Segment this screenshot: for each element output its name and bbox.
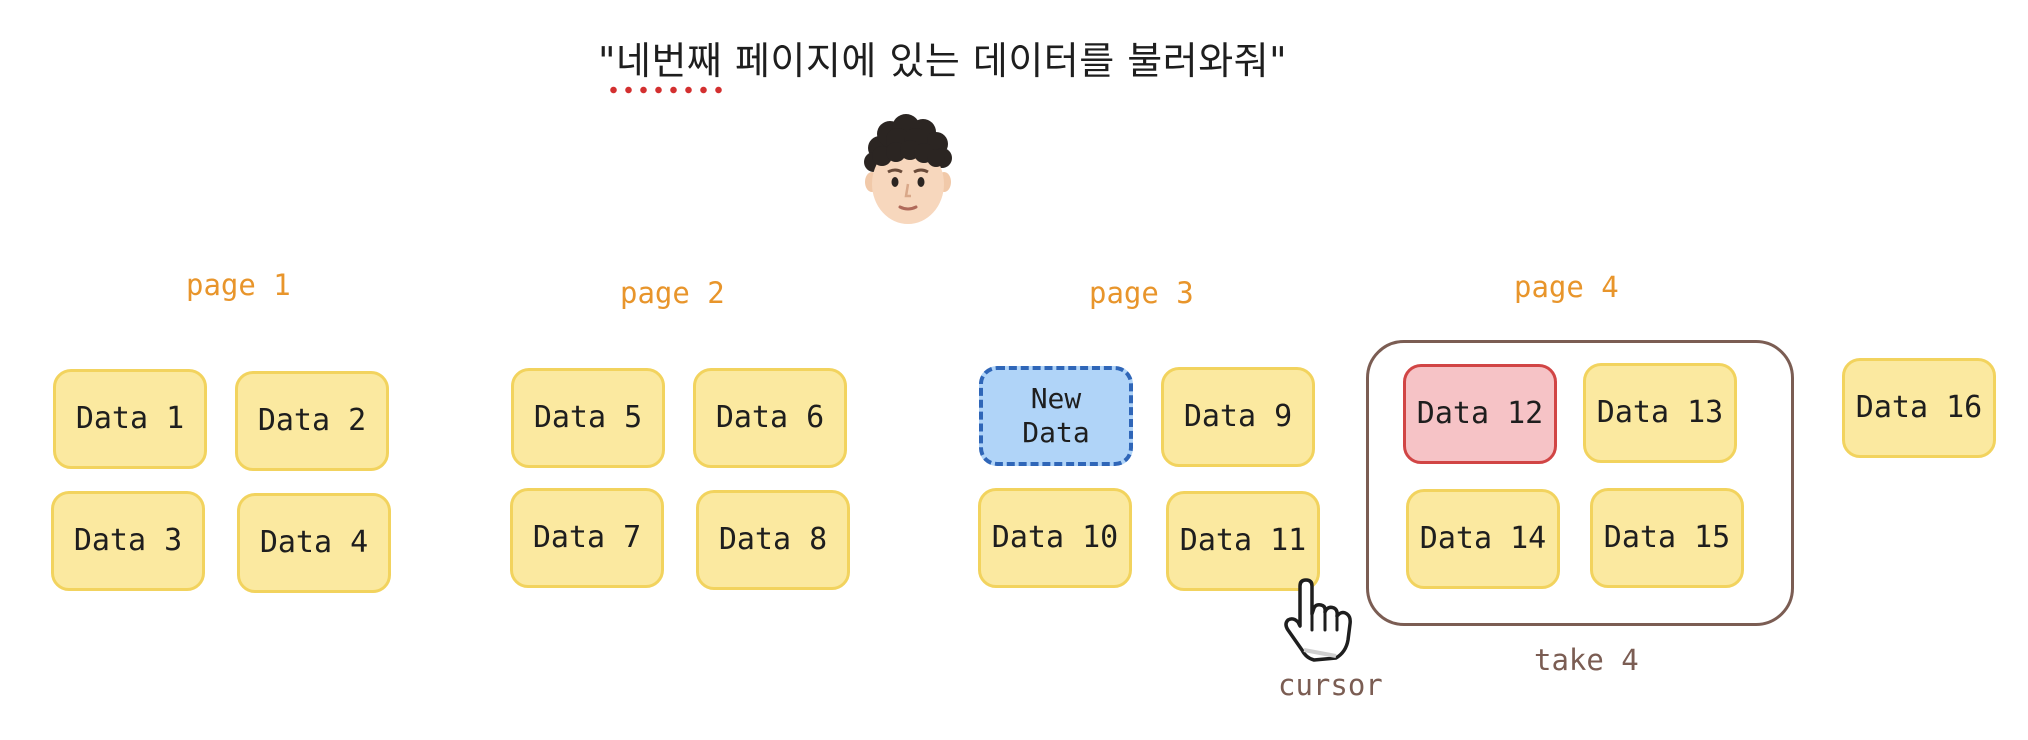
- data-card-16: Data 16: [1842, 358, 1996, 458]
- data-card-9: Data 9: [1161, 367, 1315, 467]
- data-card-12: Data 12: [1403, 364, 1557, 464]
- person-curly-hair-icon: [864, 114, 952, 224]
- cursor-label: cursor: [1278, 668, 1383, 702]
- page-4-label: page 4: [1514, 270, 1619, 304]
- data-card-2: Data 2: [235, 371, 389, 471]
- data-card-8: Data 8: [696, 490, 850, 590]
- data-card-7: Data 7: [510, 488, 664, 588]
- data-card-6: Data 6: [693, 368, 847, 468]
- take-4-group-box: [1366, 340, 1794, 626]
- data-card-14: Data 14: [1406, 489, 1560, 589]
- take-4-label: take 4: [1534, 643, 1639, 677]
- quote-dotted-underline: [606, 86, 728, 94]
- page-3-label: page 3: [1089, 276, 1194, 310]
- data-card-13: Data 13: [1583, 363, 1737, 463]
- page-1-label: page 1: [186, 268, 291, 302]
- data-card-11: Data 11: [1166, 491, 1320, 591]
- data-card-3: Data 3: [51, 491, 205, 591]
- pointing-hand-cursor-icon: [1284, 578, 1352, 662]
- data-card-1: Data 1: [53, 369, 207, 469]
- data-card-15: Data 15: [1590, 488, 1744, 588]
- new-data-card: New Data: [979, 366, 1133, 466]
- request-quote: "네번째 페이지에 있는 데이터를 불러와줘": [598, 39, 1288, 83]
- data-card-10: Data 10: [978, 488, 1132, 588]
- data-card-4: Data 4: [237, 493, 391, 593]
- page-2-label: page 2: [620, 276, 725, 310]
- data-card-5: Data 5: [511, 368, 665, 468]
